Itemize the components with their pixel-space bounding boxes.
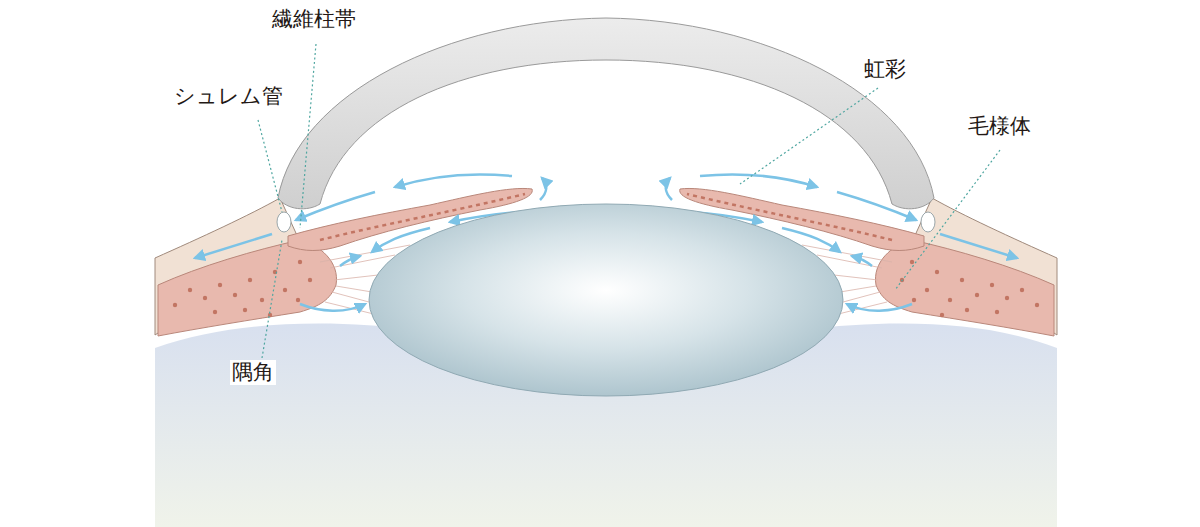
leader-lines <box>258 44 1000 358</box>
part-label: 毛様体 <box>966 114 1033 139</box>
part-label: 虹彩 <box>862 57 908 82</box>
part-label: シュレム管 <box>172 84 285 109</box>
part-label: 隅角 <box>230 360 276 385</box>
part-label: 繊維柱帯 <box>270 7 358 32</box>
